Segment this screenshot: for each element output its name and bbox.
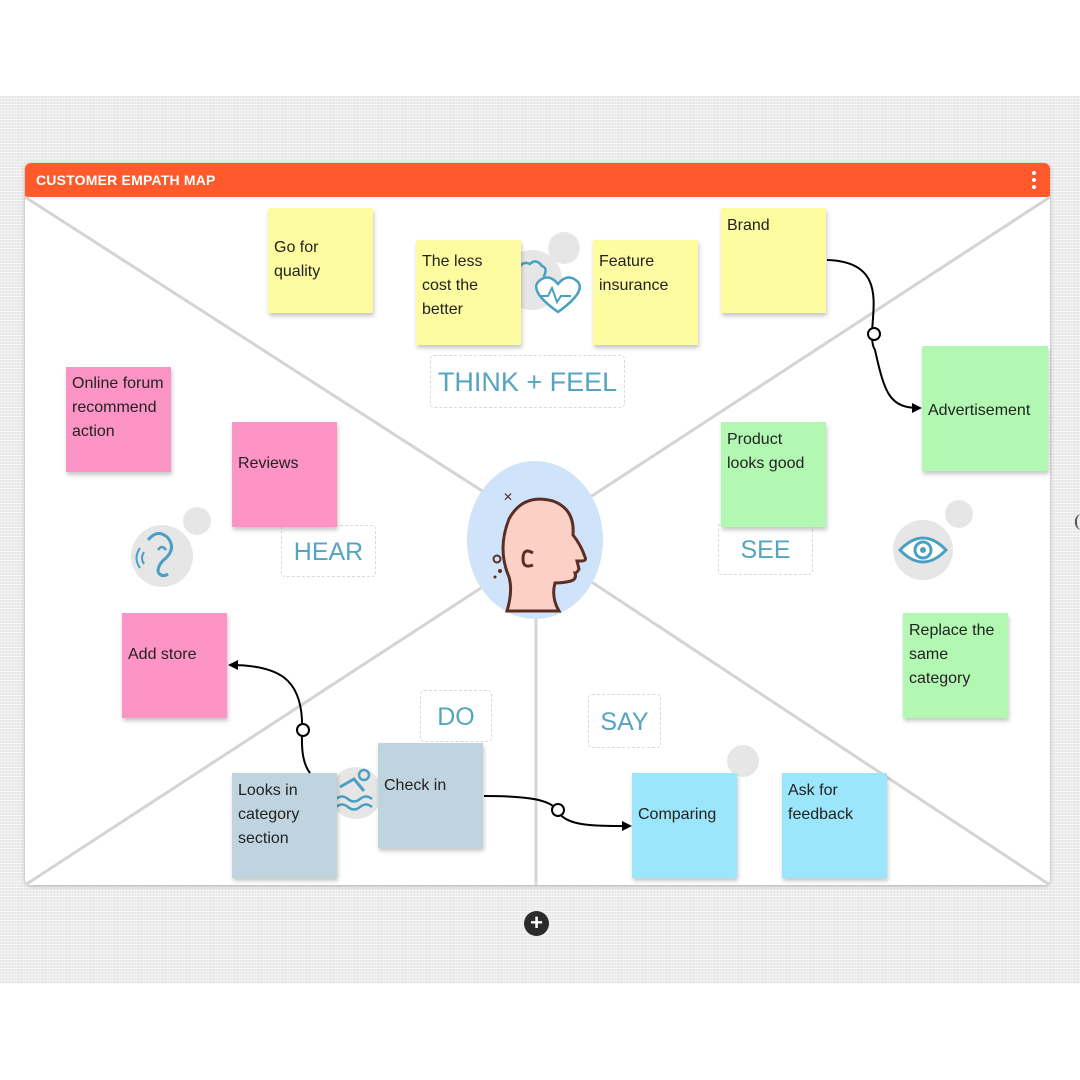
swimmer-icon <box>330 767 382 819</box>
sticky-note[interactable]: Check in <box>378 743 483 848</box>
sticky-note[interactable]: Comparing <box>632 773 737 878</box>
think-feel-label: THINK + FEEL <box>430 355 625 408</box>
sticky-note[interactable]: Go for quality <box>268 208 373 313</box>
more-options-icon[interactable] <box>1030 171 1038 191</box>
svg-text:✕: ✕ <box>503 490 513 504</box>
sticky-note[interactable]: Advertisement <box>922 346 1048 471</box>
sticky-note[interactable]: Brand <box>721 208 826 313</box>
sticky-note[interactable]: Replace the same category <box>903 613 1008 718</box>
sticky-note[interactable]: Feature insurance <box>593 240 698 345</box>
sticky-note[interactable]: Reviews <box>232 422 337 527</box>
hear-label: HEAR <box>281 525 376 577</box>
empathy-map-frame[interactable]: CUSTOMER EMPATH MAP <box>25 163 1050 885</box>
board-title: CUSTOMER EMPATH MAP <box>36 172 216 188</box>
resize-handle[interactable] <box>1075 514 1080 530</box>
frame-header[interactable]: CUSTOMER EMPATH MAP <box>25 163 1050 197</box>
head-profile-icon: ✕ <box>492 490 587 613</box>
sticky-note[interactable]: Ask for feedback <box>782 773 887 878</box>
quadrant-lines <box>25 195 1050 885</box>
add-button[interactable]: + <box>524 911 549 936</box>
sticky-note[interactable]: Product looks good <box>721 422 826 527</box>
sticky-note[interactable]: The less cost the better <box>416 240 521 345</box>
see-label: SEE <box>718 523 813 575</box>
eye-icon <box>893 520 953 580</box>
sticky-note[interactable]: Looks in category section <box>232 773 337 878</box>
say-label: SAY <box>588 694 661 748</box>
sticky-note[interactable]: Online forum recommend action <box>66 367 171 472</box>
ear-icon <box>131 525 193 587</box>
do-label: DO <box>420 690 492 742</box>
sticky-note[interactable]: Add store <box>122 613 227 718</box>
